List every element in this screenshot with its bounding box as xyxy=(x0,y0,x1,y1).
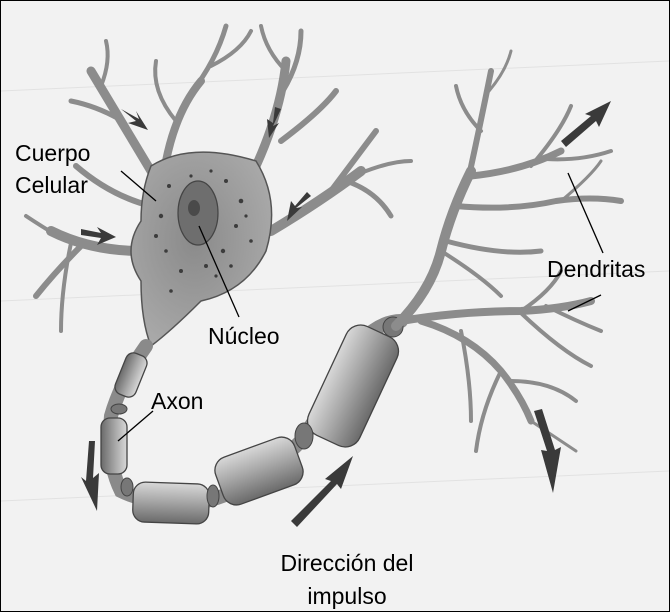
nucleolus xyxy=(188,200,200,216)
label-cuerpo-celular: Cuerpo Celular xyxy=(15,137,145,201)
myelin-segment xyxy=(302,320,403,452)
label-nucleo: Núcleo xyxy=(208,323,280,349)
label-direccion-impulso: Dirección del impulso xyxy=(277,547,417,612)
myelin-segment xyxy=(113,350,150,399)
myelin-segment xyxy=(211,433,307,509)
label-dendritas: Dendritas xyxy=(547,256,645,282)
label-axon: Axon xyxy=(151,388,203,414)
arrow-icon xyxy=(81,441,99,511)
myelin-segment xyxy=(132,482,209,525)
myelin-segment xyxy=(101,418,127,474)
arrow-icon xyxy=(534,409,561,493)
terminal-dendrites xyxy=(396,51,621,451)
pointer-dendritas-upper xyxy=(568,173,603,253)
